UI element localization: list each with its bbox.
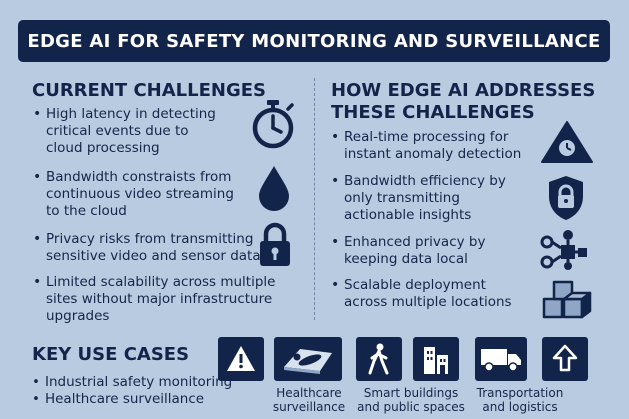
solution-item: • Bandwidth efficiency by only transmitt…: [331, 173, 506, 223]
pedestrian-icon: [368, 343, 389, 375]
solution-item: • Scalable deployment across multiple lo…: [331, 277, 512, 310]
page-title: EDGE AI FOR SAFETY MONITORING AND SURVEI…: [27, 30, 601, 52]
pedestrian-tile: [356, 337, 402, 381]
building-icon: [424, 347, 448, 374]
stacked-cubes-icon: [542, 280, 592, 319]
challenge-item: • Privacy risks from transmitting sensit…: [33, 231, 261, 264]
use-case-item: •Industrial safety monitoring: [32, 374, 233, 390]
use-case-item: •Healthcare surveillance: [32, 391, 205, 407]
shield-lock-icon: [549, 176, 583, 220]
current-challenges-heading: CURRENT CHALLENGES: [32, 80, 266, 101]
title-banner: EDGE AI FOR SAFETY MONITORING AND SURVEI…: [18, 20, 610, 62]
network-nodes-icon: [540, 230, 587, 270]
warning-tile: [218, 337, 264, 381]
challenge-item: • Limited scalability across multiple si…: [33, 274, 276, 324]
patient-bed-icon: [284, 349, 332, 374]
column-divider: [314, 78, 315, 320]
upload-tile: [542, 337, 588, 381]
transportation-tile-label: Transportation and logistics: [476, 386, 564, 414]
padlock-icon: [260, 222, 290, 266]
edge-ai-heading: HOW EDGE AI ADDRESSES THESE CHALLENGES: [331, 80, 596, 123]
solution-item: • Enhanced privacy by keeping data local: [331, 234, 486, 267]
upload-arrow-icon: [552, 344, 578, 372]
healthcare-tile-label: Healthcare surveillance: [272, 386, 346, 414]
truck-icon: [481, 349, 521, 372]
healthcare-tile: [274, 337, 342, 381]
key-use-cases-heading: KEY USE CASES: [32, 344, 190, 365]
stopwatch-icon: [252, 100, 294, 149]
building-tile: [413, 337, 459, 381]
water-drop-icon: [259, 166, 289, 211]
transport-tile: [475, 337, 527, 381]
smart-buildings-tile-label: Smart buildings and public spaces: [357, 386, 465, 414]
challenge-item: • Bandwidth constraists from continuous …: [33, 169, 234, 219]
warning-clock-icon: [541, 121, 593, 163]
challenge-item: • High latency in detecting critical eve…: [33, 106, 216, 156]
warning-icon: [227, 346, 255, 371]
solution-item: • Real-time processing for instant anoma…: [331, 129, 522, 162]
